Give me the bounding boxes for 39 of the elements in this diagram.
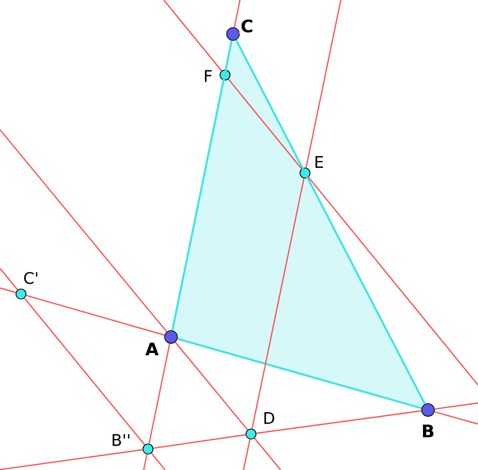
construction-line: [0, 287, 16, 294]
construction-line: [0, 449, 143, 470]
construction-line: [256, 410, 422, 434]
construction-line: [434, 411, 478, 425]
point-label: C: [239, 18, 255, 34]
construction-line: [434, 402, 478, 410]
construction-line: [174, 342, 248, 430]
construction-line: [163, 0, 222, 72]
construction-line: [252, 178, 304, 429]
construction-line: [148, 343, 170, 444]
construction-line: [234, 0, 241, 28]
construction-line: [26, 294, 165, 336]
construction-line: [24, 298, 146, 446]
point-label: D: [262, 410, 276, 426]
point-label: A: [144, 341, 160, 357]
construction-line: [143, 454, 148, 470]
construction-line: [150, 452, 166, 470]
point-label: F: [202, 68, 214, 84]
construction-line: [228, 78, 302, 170]
construction-line: [0, 268, 18, 290]
triangle-side: [235, 40, 426, 404]
point-marker: [226, 27, 240, 41]
point-label: C': [22, 270, 40, 286]
point-label: E: [312, 154, 326, 170]
construction-line: [153, 434, 246, 449]
construction-line: [242, 439, 250, 470]
construction-line: [0, 129, 168, 332]
point-marker: [246, 428, 256, 440]
point-label: B: [420, 423, 436, 439]
point-marker: [421, 403, 435, 417]
triangle-side: [171, 40, 233, 331]
construction-line: [306, 0, 342, 168]
construction-line: [308, 176, 478, 386]
triangle-side: [177, 338, 422, 410]
point-marker: [164, 330, 178, 344]
construction-line: [254, 438, 282, 470]
point-marker: [16, 288, 26, 300]
point-label: B'': [110, 432, 132, 448]
point-marker: [142, 444, 154, 454]
